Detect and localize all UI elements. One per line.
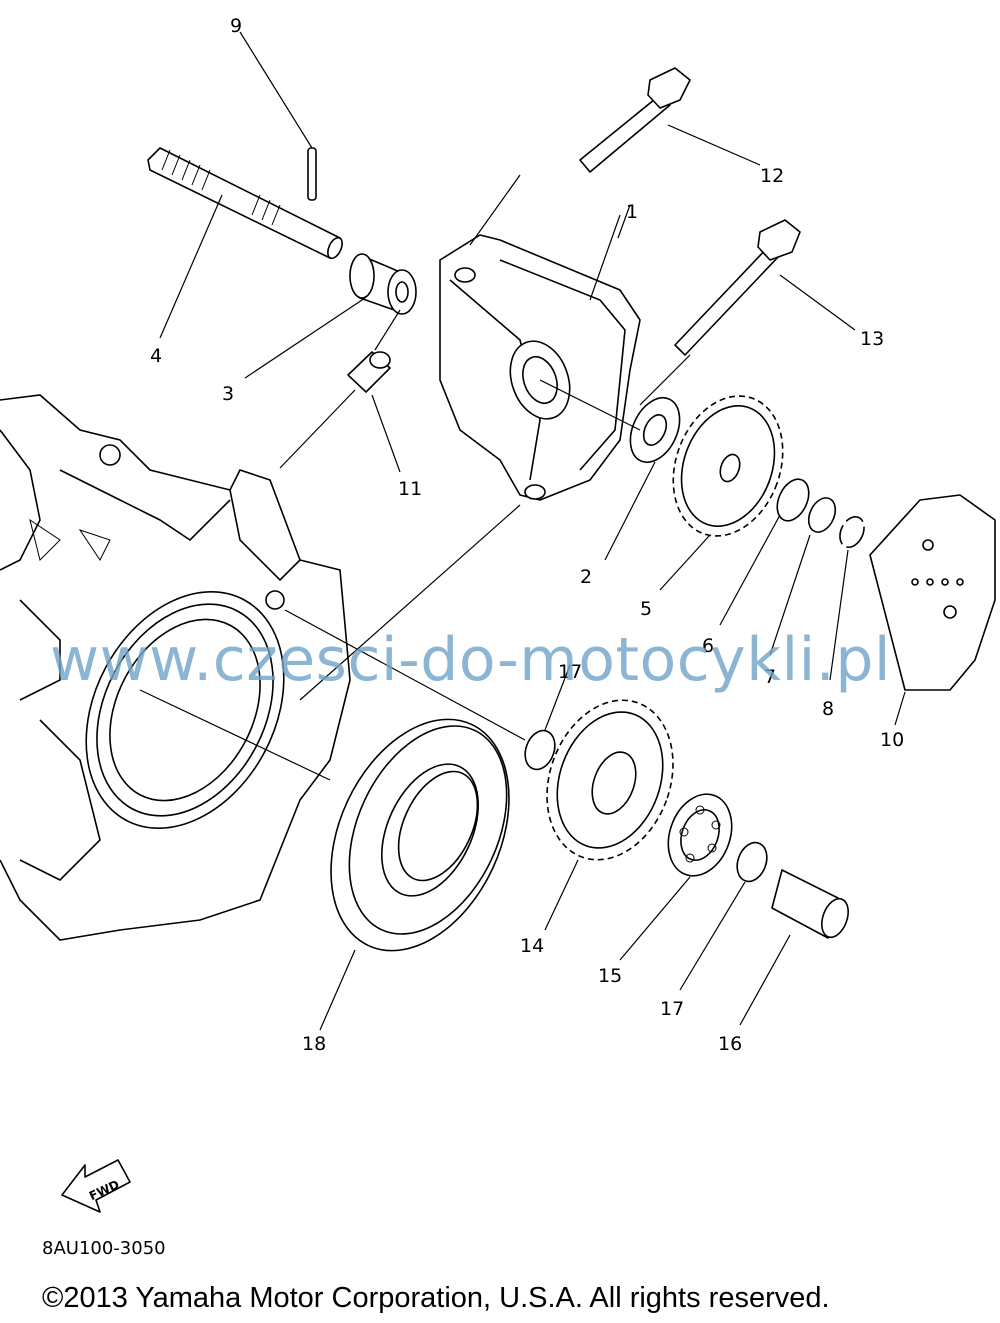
diagram-code: 8AU100-3050 [42, 1238, 166, 1259]
part-12-bolt [579, 67, 691, 173]
label-15: 15 [598, 965, 622, 987]
label-17-upper: 17 [558, 661, 582, 683]
leader-lines [139, 31, 906, 1031]
label-12: 12 [760, 165, 784, 187]
label-5: 5 [640, 598, 652, 620]
part-10-plate [869, 494, 996, 691]
part-labels: 9 4 3 11 1 12 13 2 5 6 7 8 10 17 14 15 1… [150, 15, 904, 1055]
part-3-bushing [349, 253, 417, 315]
label-6: 6 [702, 635, 714, 657]
part-4-shaft [147, 147, 343, 260]
part-2-bearing [629, 397, 681, 463]
part-7-washer [807, 497, 837, 533]
label-4: 4 [150, 345, 162, 367]
label-13: 13 [860, 328, 884, 350]
label-2: 2 [580, 566, 592, 588]
label-9: 9 [230, 15, 242, 37]
part-17-washer-upper [524, 729, 556, 771]
crankcase [0, 394, 351, 941]
part-16-collar [771, 869, 849, 939]
part-5-gear [672, 395, 784, 537]
part-18-seal [330, 718, 510, 952]
part-8-circlip [839, 515, 865, 549]
part-15-bearing [667, 793, 733, 877]
copyright-notice: ©2013 Yamaha Motor Corporation, U.S.A. A… [42, 1282, 830, 1314]
label-8: 8 [822, 698, 834, 720]
fwd-arrow-icon: FWD [61, 1159, 131, 1213]
label-3: 3 [222, 383, 234, 405]
part-1-housing [439, 234, 641, 501]
part-13-bolt [674, 219, 801, 356]
part-17-washer-lower [736, 841, 768, 883]
label-17-lower: 17 [660, 998, 684, 1020]
label-16: 16 [718, 1033, 742, 1055]
label-14: 14 [520, 935, 544, 957]
label-18: 18 [302, 1033, 326, 1055]
part-14-gear [546, 699, 674, 861]
label-7: 7 [764, 666, 776, 688]
part-11-dowel [347, 351, 391, 393]
watermark: www.czesci-do-motocykli.pl [50, 625, 892, 695]
label-10: 10 [880, 729, 904, 751]
label-1: 1 [626, 201, 638, 223]
label-11: 11 [398, 478, 422, 500]
part-6-washer [776, 478, 810, 522]
part-9-pin [307, 147, 317, 201]
